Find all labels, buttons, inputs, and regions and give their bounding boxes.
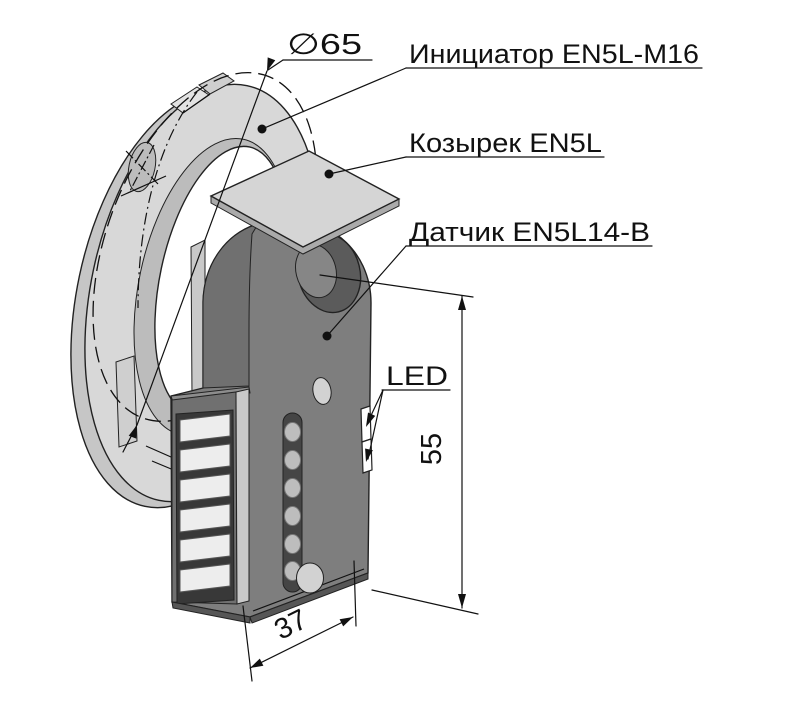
arrowhead [366,412,376,427]
arrowhead [128,425,137,439]
ring-clamp-tab [198,72,235,95]
screw-slot [282,412,303,593]
sensor-body [170,218,373,624]
arrowhead [250,658,264,668]
callout-led: LED [365,361,451,462]
dim-diameter-label: ∅65 [287,29,362,61]
ring-seam [120,175,167,197]
sensor-label: Датчик EN5L14-B [409,217,650,247]
led-label: LED [386,361,448,391]
front-hole [312,377,332,405]
callout-sensor: Датчик EN5L14-B [322,217,653,341]
bottom-hole [296,562,324,594]
annotations: ∅65 Инициатор EN5L-M16 Козырек EN5L Датч… [122,29,703,682]
visor-label: Козырек EN5L [409,128,602,158]
arrowhead [458,594,466,608]
sensor-head-hole [295,232,362,314]
arrowhead [267,57,276,71]
ring-screw-hole [125,141,159,193]
arrowhead [365,448,373,462]
leader-dot [322,331,332,341]
arrowhead [458,296,466,310]
visor-plate [209,150,401,255]
terminal-cells [179,413,231,593]
leader-dot [257,124,267,134]
dim-height-55: 55 [319,274,479,615]
arrowhead [339,617,353,627]
initiator-label: Инициатор EN5L-M16 [409,39,699,69]
dim-height-label: 55 [416,433,448,465]
compartment-wall [235,388,250,605]
callout-initiator: Инициатор EN5L-M16 [257,39,703,134]
leader-dot [324,169,334,179]
callout-visor: Козырек EN5L [324,128,605,179]
dim-diameter-65: ∅65 [122,29,373,453]
ring-latch [115,355,138,448]
ring-centerline [137,91,198,309]
